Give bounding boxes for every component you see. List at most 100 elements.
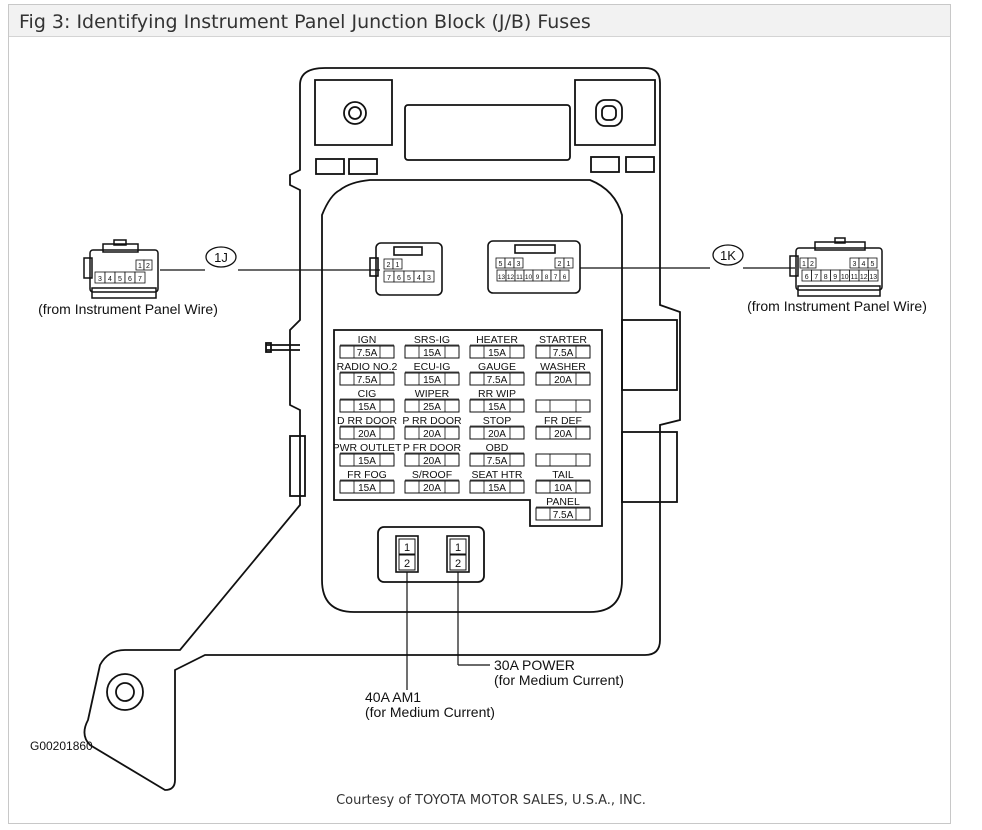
plug-1k-pin-number: 4 <box>862 261 866 268</box>
connector-1k-plug <box>789 237 883 297</box>
left-lever-tip <box>265 342 272 353</box>
plug-1k-pin-number: 7 <box>814 274 818 281</box>
fuse-rating: 7.5A <box>487 456 508 467</box>
socket-1k-pin-number: 1 <box>567 261 571 268</box>
fuse-cell <box>535 399 591 413</box>
socket-1k-pin-number: 7 <box>554 274 558 281</box>
fuse-name: FR FOG <box>347 469 387 481</box>
socket-1k-pin-number: 6 <box>563 274 567 281</box>
fuse-cell: P FR DOOR 20A <box>403 442 462 467</box>
plug-1k-pin-number: 13 <box>869 274 877 281</box>
plug-1k-pin-box <box>867 257 878 269</box>
fuse-name: RR WIP <box>478 388 516 400</box>
fuse-body <box>483 372 511 386</box>
relay-30a-pin-box <box>449 538 467 555</box>
fuse-name: P FR DOOR <box>403 442 462 454</box>
connector-1j-plug <box>83 239 159 299</box>
fuse-body <box>418 426 446 440</box>
fuse-panel-border <box>333 329 603 527</box>
fuse-cell: PANEL 7.5A <box>535 496 591 521</box>
plug-1k-pin-box <box>868 269 879 282</box>
plug-1k-pin-number: 5 <box>871 261 875 268</box>
fuse-body <box>353 345 381 359</box>
plug-1j-pin-number: 7 <box>138 276 142 283</box>
fuse-rating: 15A <box>423 375 441 386</box>
fuse-body <box>483 426 511 440</box>
plug-1j-pin-number: 4 <box>108 276 112 283</box>
small-slot <box>590 156 620 173</box>
fuse-rating: 20A <box>423 429 441 440</box>
fuse-cell: PWR OUTLET 15A <box>333 442 402 467</box>
socket-1k-pin-number: 12 <box>507 274 515 281</box>
relay-40a-pin-number: 1 <box>404 542 410 554</box>
fuse-body <box>549 507 577 521</box>
socket-1k-pin-number: 9 <box>536 274 540 281</box>
plug-1k-pin-number: 6 <box>805 274 809 281</box>
connector-1j-source: (from Instrument Panel Wire) <box>38 301 218 317</box>
relay-30a-sublabel: (for Medium Current) <box>494 672 624 688</box>
fuse-name: WASHER <box>540 361 586 373</box>
fuse-rating: 10A <box>554 483 572 494</box>
relay-40a-pin-box <box>398 538 416 555</box>
fuse-rating: 15A <box>423 348 441 359</box>
fuse-rating: 15A <box>358 456 376 467</box>
mount-hole-left-inner <box>348 106 362 120</box>
housing-outline <box>83 67 681 791</box>
callout-1j: 1J <box>205 246 237 268</box>
fuse-name: IGN <box>358 334 377 346</box>
fuse-name: WIPER <box>415 388 450 400</box>
plug-1j-pin-number: 1 <box>138 263 142 270</box>
plug-1k-pin-number: 1 <box>802 261 806 268</box>
fuse-body <box>418 399 446 413</box>
left-side-tab <box>289 435 306 497</box>
relay-40a-sublabel: (for Medium Current) <box>365 704 495 720</box>
figure-title: Fig 3: Identifying Instrument Panel Junc… <box>19 11 591 33</box>
fuse-body <box>483 480 511 494</box>
plug-1k-pin-number: 2 <box>810 261 814 268</box>
fuse-slot <box>535 399 591 413</box>
fuse-name: RADIO NO.2 <box>337 361 398 373</box>
callout-1k-label: 1K <box>720 248 736 263</box>
plug-1j-pin-number: 3 <box>98 276 102 283</box>
socket-1j-pin-number: 1 <box>396 262 400 269</box>
socket-1j-pin-number: 5 <box>407 275 411 282</box>
fuse-name: ECU-IG <box>414 361 451 373</box>
fuse-name: STARTER <box>539 334 587 346</box>
fuse-cell: ECU-IG 15A <box>404 361 460 386</box>
fuse-name: D RR DOOR <box>337 415 398 427</box>
bracket-hole <box>106 673 144 711</box>
fuse-rating: 15A <box>358 402 376 413</box>
fuse-rating: 20A <box>423 456 441 467</box>
fuse-name: PWR OUTLET <box>333 442 402 454</box>
fuse-body <box>353 480 381 494</box>
plug-1k-pin-box <box>807 257 817 269</box>
socket-1k-pin-box <box>513 257 524 269</box>
socket-1k-pin-number: 3 <box>517 261 521 268</box>
fuse-name: HEATER <box>476 334 518 346</box>
fuse-body <box>418 453 446 467</box>
fuse-body <box>483 399 511 413</box>
fuse-rating: 7.5A <box>553 348 574 359</box>
plug-1k-pin-number: 11 <box>851 274 858 281</box>
top-recess <box>404 104 571 161</box>
fuse-body <box>483 345 511 359</box>
socket-1k-pin-number: 10 <box>525 274 533 281</box>
socket-1k-pin-number: 5 <box>499 261 503 268</box>
fuse-name: PANEL <box>546 496 580 508</box>
fuse-name: FR DEF <box>544 415 582 427</box>
socket-1k-pin-number: 8 <box>545 274 549 281</box>
fuse-rating: 7.5A <box>553 510 574 521</box>
fuse-cell: RADIO NO.27.5A <box>337 361 398 386</box>
